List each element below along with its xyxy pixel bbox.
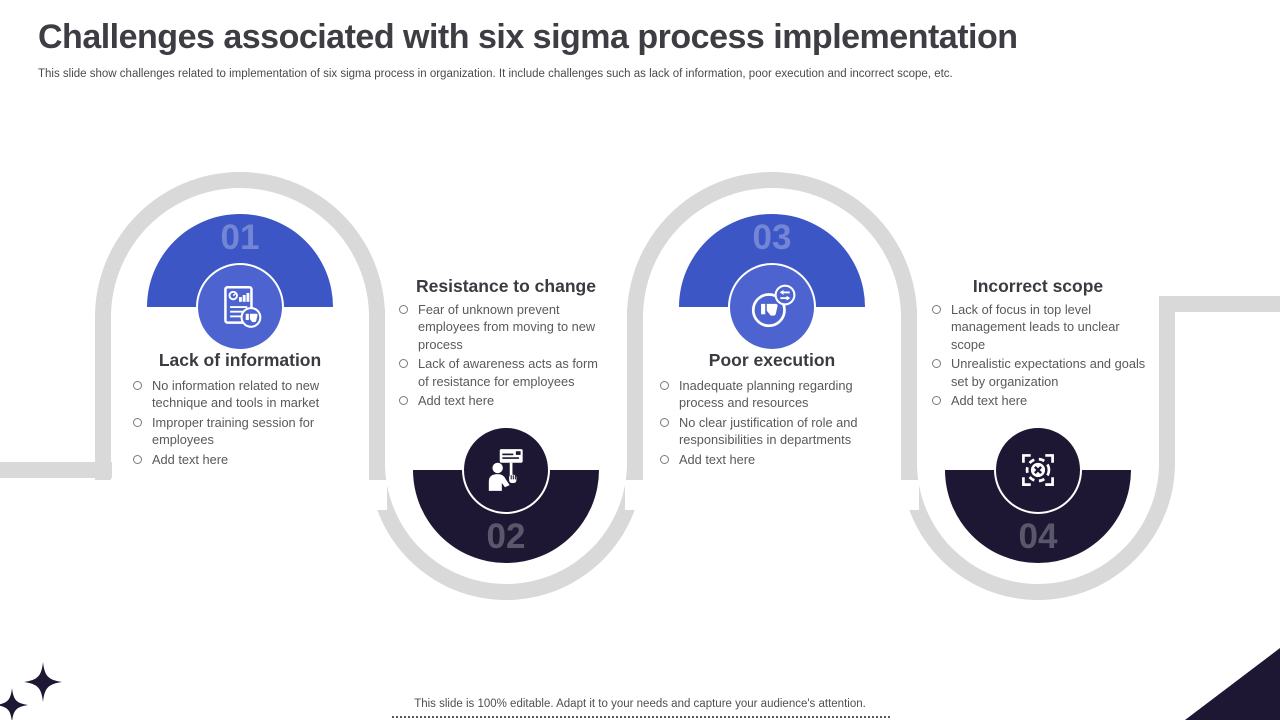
stage-2-bullets: Fear of unknown prevent employees from m…: [399, 301, 611, 411]
bullet-marker: [399, 305, 408, 314]
track-gap: [899, 480, 919, 510]
stage-3-bullets: Inadequate planning regarding process an…: [660, 377, 890, 470]
stage-1-bullets: No information related to new technique …: [133, 377, 347, 470]
bullet-marker: [399, 359, 408, 369]
star-decoration-icon: [0, 688, 29, 720]
bullet-marker: [932, 359, 941, 369]
bullet-marker: [660, 381, 669, 390]
stage-3-number: 03: [752, 218, 792, 257]
stage-1-icon-circle: [196, 263, 284, 351]
corner-triangle-decoration: [1185, 648, 1280, 720]
stage-2-number: 02: [486, 517, 526, 556]
bullet-marker: [133, 454, 142, 464]
bullet-marker: [932, 395, 941, 405]
bullet-item: Inadequate planning regarding process an…: [660, 377, 890, 412]
stage-4-heading: Incorrect scope: [972, 276, 1104, 296]
bullet-item: Lack of awareness acts as form of resist…: [399, 355, 611, 390]
bullet-item: Fear of unknown prevent employees from m…: [399, 301, 611, 353]
bullet-item: Improper training session for employees: [133, 414, 347, 449]
footer-note: This slide is 100% editable. Adapt it to…: [414, 698, 866, 710]
bullet-marker: [660, 417, 669, 427]
bullet-item: Unrealistic expectations and goals set b…: [932, 355, 1148, 390]
track-gap: [367, 480, 387, 510]
bullet-marker: [399, 395, 408, 405]
stage-3-icon-circle: [728, 263, 816, 351]
bullet-marker: [133, 381, 142, 390]
footer-dashed-line: [392, 716, 890, 718]
bullet-item: Add text here: [660, 451, 890, 468]
bullet-item: Add text here: [932, 392, 1148, 409]
stage-3-heading: Poor execution: [708, 350, 836, 370]
bullet-marker: [660, 454, 669, 464]
page-title: Challenges associated with six sigma pro…: [38, 18, 1018, 56]
stage-4-number: 04: [1018, 517, 1058, 556]
stage-2-icon-circle: [462, 426, 550, 514]
bullet-marker: [133, 417, 142, 427]
track-gap: [625, 480, 645, 510]
bullet-item: No information related to new technique …: [133, 377, 347, 412]
bullet-marker: [932, 305, 941, 314]
bullet-item: Add text here: [133, 451, 347, 468]
page-subtitle: This slide show challenges related to im…: [38, 68, 953, 80]
stage-4-icon-circle: [994, 426, 1082, 514]
bullet-item: Add text here: [399, 392, 611, 409]
star-decoration-icon: [24, 662, 62, 702]
target-scope-icon: [1022, 454, 1054, 486]
track-stub-left: [0, 462, 112, 478]
track-stub-right: [1159, 296, 1280, 312]
stage-4-bullets: Lack of focus in top level management le…: [932, 301, 1148, 411]
protest-sign-icon: [488, 449, 523, 491]
report-analysis-icon: [224, 285, 262, 328]
bullet-item: No clear justification of role and respo…: [660, 414, 890, 449]
stage-1-heading: Lack of information: [158, 350, 322, 370]
stage-2-heading: Resistance to change: [416, 276, 596, 296]
bullet-item: Lack of focus in top level management le…: [932, 301, 1148, 353]
thumbs-down-icon: [751, 284, 796, 328]
stage-1-number: 01: [220, 218, 260, 257]
